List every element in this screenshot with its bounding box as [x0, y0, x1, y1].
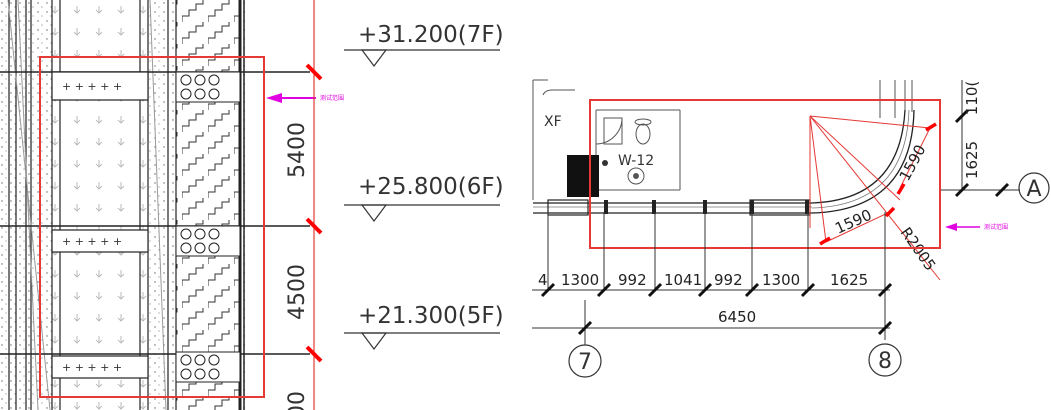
level-ticks [305, 63, 323, 363]
curve-ticks [819, 122, 937, 246]
test-range-note-right: 测试范围 [984, 223, 1008, 231]
section-verticals [8, 0, 245, 410]
svg-text:+ + + + +: + + + + + [62, 361, 122, 374]
level-label-5f: +21.300(5F) [358, 303, 504, 329]
level-mark-6f: +25.800(6F) [344, 174, 504, 222]
panel-hatch [52, 0, 148, 410]
floor-band-6f: + + + + + [0, 225, 310, 257]
room-label-xf: XF [544, 114, 562, 130]
total-dim: 6450 [718, 308, 756, 326]
spacing-dim-partial: 00 [285, 391, 310, 410]
bottom-dim-1300-a: 1300 [561, 271, 599, 289]
bottom-dim-1300-b: 1300 [762, 271, 800, 289]
right-dim-chain [940, 80, 1020, 191]
spacing-dim-upper: 5400 [285, 122, 310, 178]
bottom-dim-992-b: 992 [714, 271, 743, 289]
axis-7: 7 [568, 343, 602, 378]
column-block [567, 155, 599, 197]
curve-dim-upper: 1590 [896, 142, 930, 184]
level-label-6f: +25.800(6F) [358, 174, 504, 200]
elevation-section: + + + + + + + + + + + + + + + [0, 0, 344, 410]
bottom-dim-992-a: 992 [618, 271, 647, 289]
level-label-7f: +31.200(7F) [358, 22, 504, 48]
level-mark-7f: +31.200(7F) [344, 22, 504, 67]
axis-label-a: A [1026, 177, 1041, 202]
level-mark-5f: +21.300(5F) [344, 303, 504, 350]
test-range-note-left: 测试范围 [320, 94, 344, 102]
mullion-marks [604, 200, 809, 214]
plan-detail: XF W-12 [532, 79, 1050, 378]
test-range-arrow-left: 测试范围 [266, 93, 344, 103]
radius-construction [809, 115, 941, 281]
right-dim-partial: 110( [963, 81, 981, 115]
test-range-frame-left [39, 56, 265, 398]
curved-facade [811, 109, 915, 214]
test-range-arrow-right: 测试范围 [945, 223, 1008, 231]
bottom-dim-ticks [540, 282, 893, 336]
bottom-dim-lines [532, 212, 890, 343]
test-range-frame-right [589, 99, 941, 249]
stair-hatch [176, 0, 240, 410]
right-dim-1625: 1625 [963, 141, 981, 179]
fixture-dot [602, 160, 608, 166]
bottom-dim-1041: 1041 [664, 271, 702, 289]
room-outlines [532, 79, 913, 200]
axis-8: 8 [868, 343, 902, 377]
svg-text:+ + + + +: + + + + + [62, 80, 122, 93]
spacing-dim-lower: 4500 [285, 264, 310, 320]
facade-wall [533, 199, 812, 216]
diagonal-glass-lines [7, 0, 167, 410]
axis-a: A [1018, 172, 1050, 204]
elevation-levels: 5400 4500 00 +31.200(7F) +25.800(6F) +21… [285, 0, 504, 410]
bottom-dim-1625: 1625 [830, 271, 868, 289]
floor-band-7f: + + + + + [0, 71, 310, 103]
axis-label-7: 7 [578, 350, 592, 375]
right-dim-ticks [954, 108, 1010, 198]
bottom-dim-4: 4 [538, 271, 548, 289]
axis-label-8: 8 [878, 349, 892, 374]
radius-label: R2005 [897, 224, 940, 274]
floor-band-5f: + + + + + [0, 351, 310, 383]
window-label: W-12 [618, 153, 654, 169]
svg-text:+ + + + +: + + + + + [62, 235, 122, 248]
